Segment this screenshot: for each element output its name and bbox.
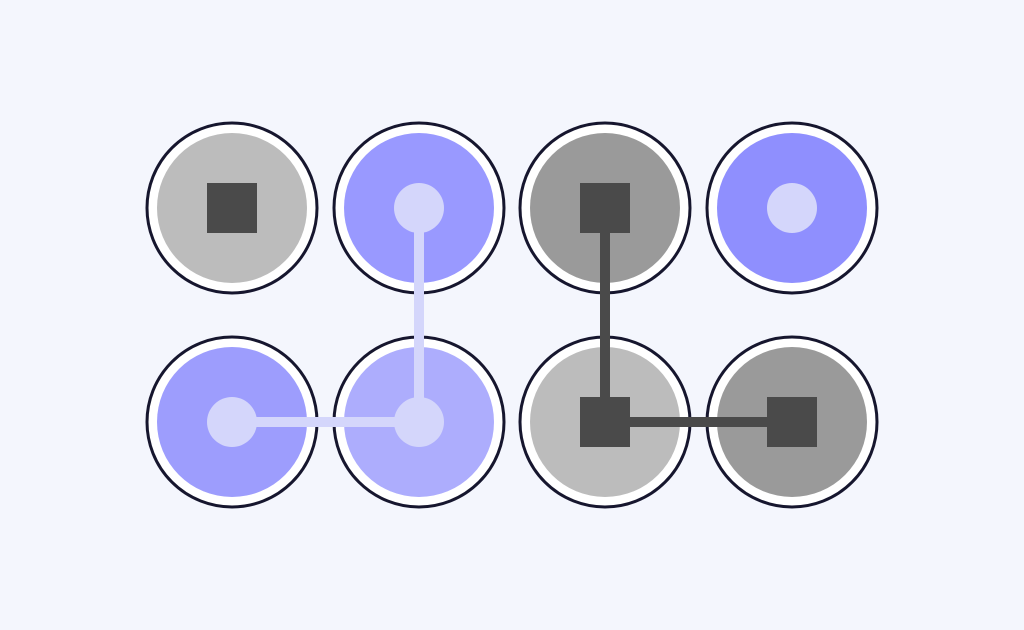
dot-marker: [207, 397, 257, 447]
square-marker: [207, 183, 257, 233]
square-marker: [580, 183, 630, 233]
markers-layer: [207, 183, 817, 447]
dot-marker: [394, 397, 444, 447]
square-marker: [580, 397, 630, 447]
dot-marker: [394, 183, 444, 233]
connections-layer: [232, 208, 792, 427]
dot-marker: [767, 183, 817, 233]
square-marker: [767, 397, 817, 447]
